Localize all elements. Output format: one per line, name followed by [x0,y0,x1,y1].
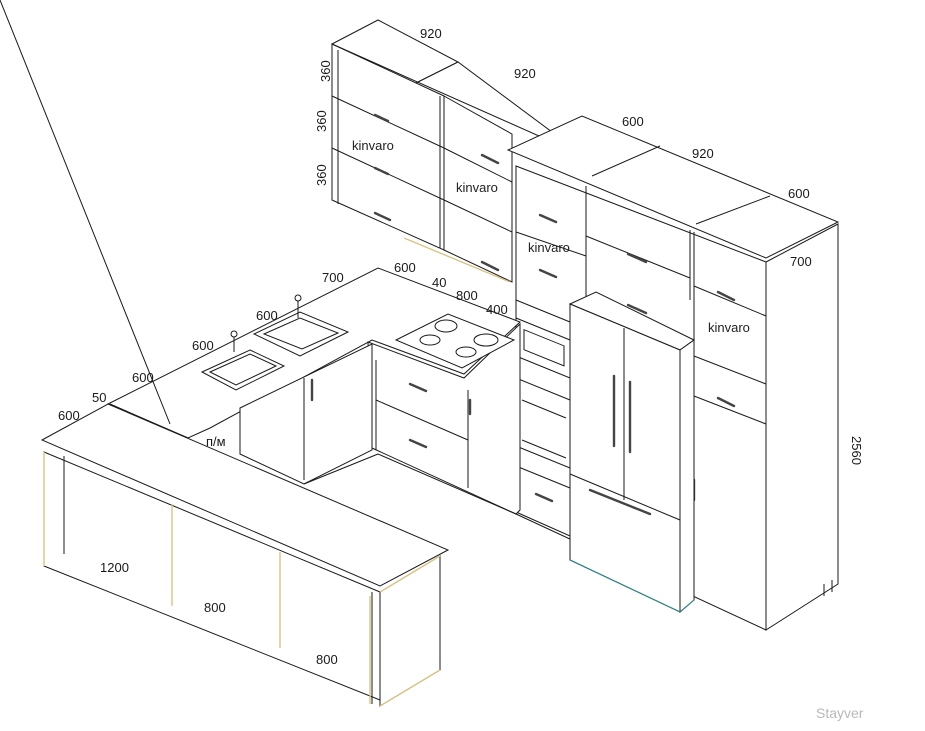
dim-island-1200: 1200 [100,560,129,575]
watermark: Stayver [816,705,864,721]
island-bar [40,403,450,707]
base-cabinets [239,343,517,515]
dim-gap-40: 40 [432,275,446,290]
dim-bar-600: 600 [58,408,80,423]
dimension-labels: 920 920 600 920 600 700 360 360 360 2560… [58,26,864,667]
brand-tall-left: kinvaro [528,240,570,255]
brand-upper-mid: kinvaro [456,180,498,195]
brand-labels: kinvaro kinvaro kinvaro kinvaro [352,138,750,335]
label-dishwasher: п/м [206,434,226,449]
dim-upper-w2: 920 [514,66,536,81]
dim-bar-50: 50 [92,390,106,405]
brand-tall-right: kinvaro [708,320,750,335]
brand-upper-left: kinvaro [352,138,394,153]
dim-tall-depth: 700 [790,254,812,269]
dim-upper-h3: 360 [314,164,329,186]
dim-hob-800: 800 [456,288,478,303]
dim-counter-600: 600 [394,260,416,275]
dim-sink-600b: 600 [192,338,214,353]
dim-upper-h2: 360 [314,110,329,132]
sink-right [252,294,350,357]
dim-upper-h1: 360 [318,60,333,82]
sink-left [200,330,286,391]
dim-counter-700: 700 [322,270,344,285]
dim-tall-w1: 600 [622,114,644,129]
dim-island-800b: 800 [316,652,338,667]
dim-tall-w3: 600 [788,186,810,201]
cooktop [394,313,516,369]
dim-sink-600a: 600 [256,308,278,323]
built-in-ovens [515,317,571,537]
fridge [568,291,695,614]
dim-island-800a: 800 [204,600,226,615]
dim-upper-w1: 920 [420,26,442,41]
dim-total-height: 2560 [849,436,864,465]
dim-gap-400: 400 [486,302,508,317]
dim-side-600: 600 [132,370,154,385]
dim-tall-w2: 920 [692,146,714,161]
upper-cabinets-left [330,19,553,283]
